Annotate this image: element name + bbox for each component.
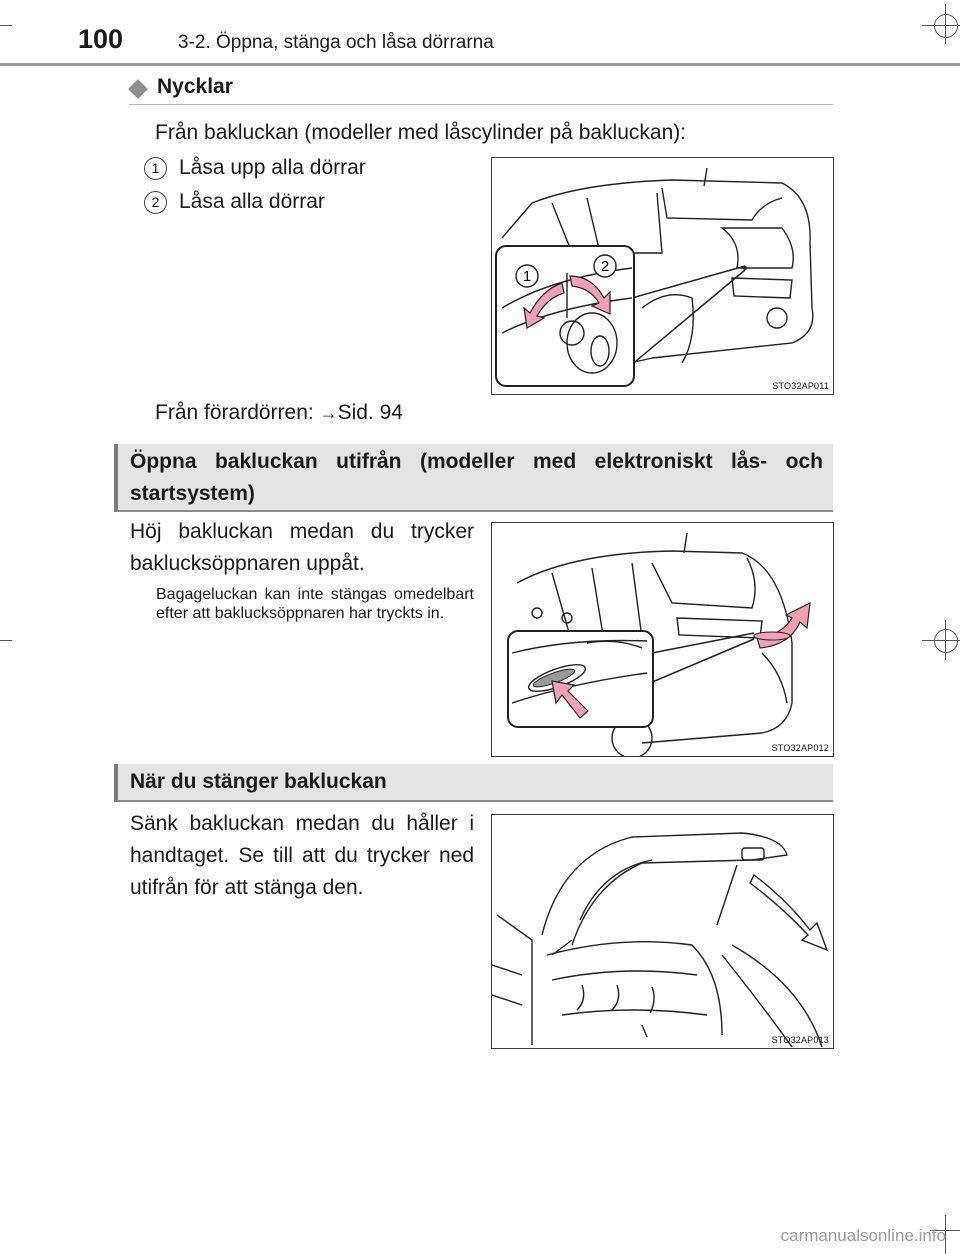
car-rear-key-illustration: 1 2: [495, 167, 814, 387]
open-note: Bagageluckan kan inte stängas omedelbart…: [156, 586, 474, 622]
step-text-lock: Låsa alla dörrar: [179, 190, 325, 213]
liftgate-opener-illustration: [507, 532, 811, 759]
open-section-title: Öppna bakluckan utifrån (modeller med el…: [130, 450, 823, 505]
open-instruction: Höj bakluckan medan du trycker baklucksö…: [130, 520, 474, 575]
diamond-bullet-icon: [128, 79, 148, 99]
close-instruction: Sänk bakluckan medan du håller i handtag…: [130, 812, 474, 899]
page-reference-link[interactable]: Sid. 94: [337, 401, 403, 424]
close-section-header: När du stänger bakluckan: [114, 764, 833, 802]
callout-1: 1: [523, 268, 531, 285]
step-text-unlock: Låsa upp alla dörrar: [179, 156, 366, 179]
section-rule: [129, 104, 833, 105]
crop-mark-icon: [945, 4, 946, 44]
step-number-1: 1: [144, 157, 167, 180]
driver-door-label: Från förardörren:: [155, 401, 320, 424]
arrow-right-icon: →: [319, 403, 338, 423]
crop-mark-icon: [922, 25, 960, 26]
step-number-2: 2: [144, 191, 167, 214]
open-section-header: Öppna bakluckan utifrån (modeller med el…: [114, 444, 833, 512]
closing-liftgate-illustration: [491, 832, 829, 1048]
callout-2: 2: [601, 258, 609, 275]
crop-mark-icon: [945, 1215, 946, 1254]
closing-liftgate-figure: STO32AP013: [491, 814, 834, 1049]
crop-mark-icon: [945, 620, 946, 660]
driver-door-reference: Från förardörren: →Sid. 94: [155, 401, 403, 425]
figure-code: STO32AP013: [771, 1035, 829, 1045]
crop-mark-icon: [922, 640, 960, 641]
registration-mark-icon: [934, 14, 958, 38]
crop-mark-icon: [0, 640, 12, 641]
header-rule: [0, 63, 960, 66]
registration-mark-icon: [934, 629, 958, 653]
keys-section-title: Nycklar: [157, 75, 233, 98]
keys-intro: Från bakluckan (modeller med låscylinder…: [155, 121, 687, 144]
crop-mark-icon: [0, 25, 12, 26]
figure-code: STO32AP012: [771, 743, 829, 753]
close-section-title: När du stänger bakluckan: [130, 770, 387, 793]
liftgate-opener-figure: STO32AP012: [491, 522, 834, 759]
footer-watermark: carmanualsonline.info: [780, 1226, 946, 1245]
key-cylinder-figure: 1 2 STO32AP011: [491, 157, 834, 395]
chapter-title: 3-2. Öppna, stänga och låsa dörrarna: [178, 32, 494, 53]
figure-code: STO32AP011: [772, 381, 829, 391]
page-number: 100: [78, 24, 124, 54]
